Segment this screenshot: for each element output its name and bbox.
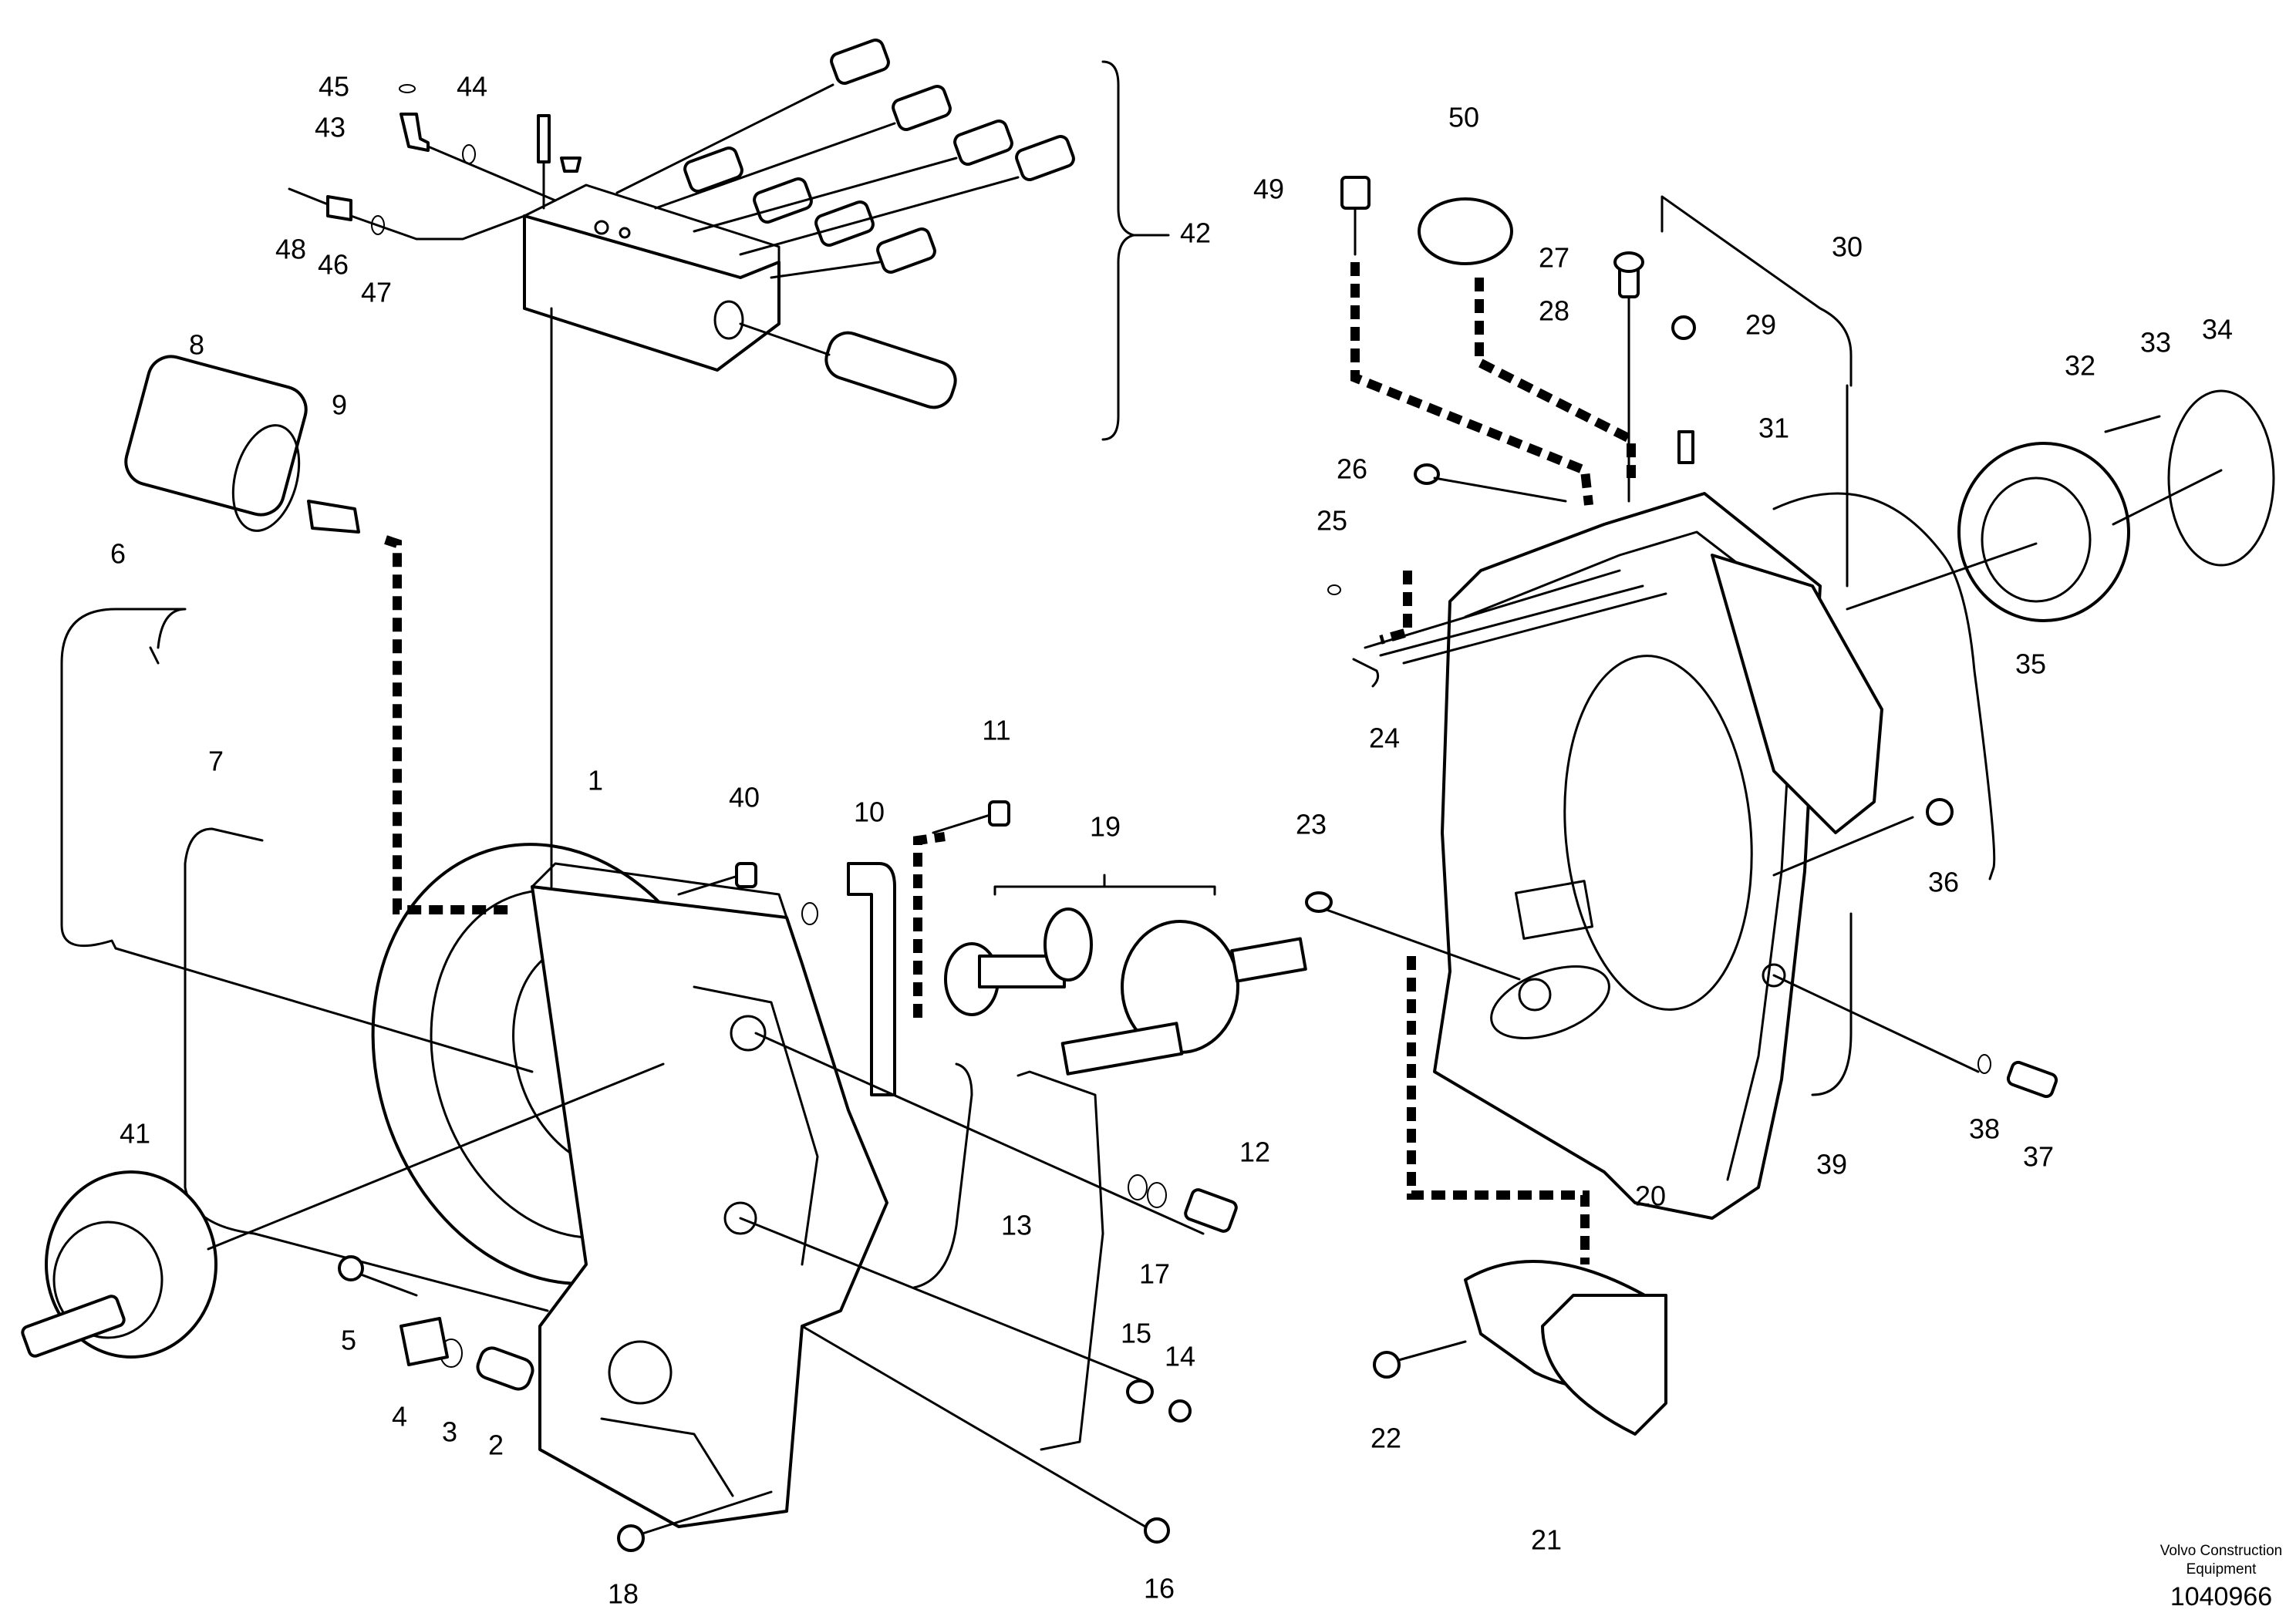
- callout-23: 23: [1296, 809, 1327, 840]
- callout-22: 22: [1371, 1423, 1401, 1454]
- callout-11: 11: [982, 715, 1010, 746]
- pipe-17: [739, 1070, 1192, 1451]
- charge-pump: [21, 1062, 665, 1359]
- control-valve-block: [523, 39, 1170, 888]
- oil-filter: [124, 355, 509, 914]
- brand-line-2: Equipment: [2186, 1561, 2257, 1578]
- callout-26: 26: [1337, 453, 1367, 485]
- valve-fittings: [288, 84, 582, 241]
- callout-41: 41: [120, 1118, 150, 1150]
- elbow-tube: [801, 832, 946, 1096]
- callout-12: 12: [1239, 1136, 1270, 1168]
- callout-18: 18: [608, 1578, 639, 1610]
- callout-2: 2: [488, 1429, 504, 1461]
- callout-19: 19: [1090, 811, 1121, 843]
- callout-24: 24: [1369, 722, 1400, 754]
- callout-48: 48: [275, 234, 306, 265]
- callout-20: 20: [1635, 1180, 1666, 1212]
- callout-9: 9: [332, 389, 347, 421]
- callout-27: 27: [1539, 242, 1569, 274]
- callout-35: 35: [2015, 648, 2046, 680]
- callout-1: 1: [588, 765, 603, 796]
- oil-pipes: [60, 608, 549, 1312]
- callout-38: 38: [1969, 1113, 2000, 1145]
- lube-tubes: [1660, 195, 2058, 1099]
- callout-44: 44: [457, 71, 487, 103]
- callout-labels: 1 2 3 4 5 6 7 8 9 10 11 12 13 14 15 16 1…: [110, 71, 2233, 1610]
- transmission-housing: [371, 843, 888, 1528]
- callout-39: 39: [1816, 1149, 1847, 1180]
- callout-15: 15: [1121, 1318, 1151, 1349]
- callout-31: 31: [1758, 412, 1789, 444]
- solenoid-valves: [615, 39, 1075, 279]
- fasteners: [338, 800, 1170, 1552]
- document-number: 1040966: [2170, 1582, 2272, 1611]
- callout-25: 25: [1317, 505, 1347, 537]
- callout-3: 3: [442, 1416, 457, 1448]
- output-flange: [1846, 389, 2275, 622]
- callout-45: 45: [319, 71, 349, 103]
- callout-32: 32: [2065, 350, 2095, 382]
- callout-47: 47: [361, 277, 392, 308]
- callout-4: 4: [392, 1401, 407, 1433]
- bottom-guard: [1373, 956, 1667, 1436]
- callout-28: 28: [1539, 295, 1569, 327]
- transmission-cover: [1433, 492, 1883, 1220]
- callout-34: 34: [2202, 314, 2233, 345]
- callout-13: 13: [1001, 1210, 1032, 1241]
- footer-brand: Volvo Construction Equipment 1040966: [2160, 1543, 2282, 1611]
- callout-43: 43: [315, 112, 346, 143]
- callout-49: 49: [1253, 173, 1284, 205]
- callout-33: 33: [2140, 327, 2171, 359]
- callout-5: 5: [341, 1325, 356, 1356]
- callout-16: 16: [1144, 1573, 1175, 1604]
- cover-fittings: [1305, 176, 1954, 981]
- sleeve-seal: [400, 1317, 534, 1391]
- callout-37: 37: [2023, 1141, 2054, 1173]
- callout-42: 42: [1180, 217, 1211, 249]
- callout-50: 50: [1448, 102, 1479, 133]
- callout-36: 36: [1928, 867, 1959, 898]
- pipe-13: [754, 1032, 1238, 1289]
- callout-40: 40: [729, 782, 760, 813]
- callout-8: 8: [189, 329, 204, 361]
- callout-21: 21: [1531, 1524, 1562, 1556]
- callout-29: 29: [1745, 309, 1776, 341]
- callout-30: 30: [1832, 231, 1863, 263]
- callout-46: 46: [318, 249, 349, 281]
- shaft-assembly: [944, 874, 1307, 1076]
- callout-14: 14: [1165, 1341, 1195, 1372]
- callout-17: 17: [1139, 1258, 1170, 1290]
- callout-6: 6: [110, 538, 126, 570]
- callout-10: 10: [854, 796, 885, 828]
- callout-7: 7: [208, 746, 224, 777]
- brand-line-1: Volvo Construction: [2160, 1543, 2282, 1559]
